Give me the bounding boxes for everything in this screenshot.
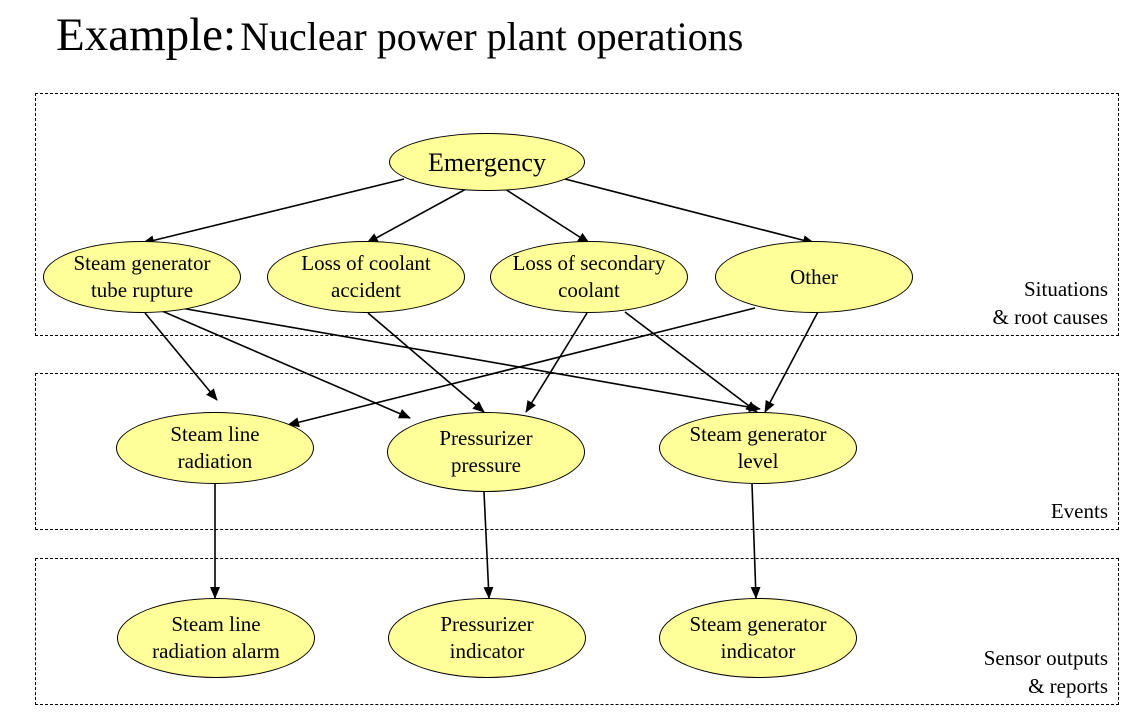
node-pressurizer-indicator-label: Pressurizer indicator bbox=[440, 612, 534, 663]
node-steam-line-radiation: Steam line radiation bbox=[116, 412, 314, 484]
panel-sensors: Sensor outputs & reports bbox=[35, 558, 1119, 705]
edge-other-to-steam-line-radiation bbox=[287, 307, 756, 428]
node-sg-level: Steam generator level bbox=[659, 412, 857, 484]
node-pressurizer-pressure: Pressurizer pressure bbox=[387, 412, 585, 492]
panel-events: Events bbox=[35, 373, 1119, 530]
edge-sg-tube-rupture-to-pressurizer-pressure bbox=[161, 310, 411, 419]
panel-label-situations: Situations & root causes bbox=[992, 277, 1108, 329]
title-text: Nuclear power plant operations bbox=[240, 14, 744, 59]
edge-loss-coolant-to-pressurizer-pressure bbox=[367, 312, 485, 413]
edge-emergency-to-sg-tube-rupture bbox=[142, 178, 405, 246]
edge-emergency-to-loss-secondary bbox=[504, 188, 590, 244]
node-other-label: Other bbox=[790, 264, 838, 289]
node-loss-secondary: Loss of secondary coolant bbox=[490, 241, 688, 313]
panel-situations: Situations & root causes bbox=[35, 93, 1119, 336]
edge-pressurizer-pressure-to-pressurizer-indicator bbox=[483, 491, 494, 599]
node-steam-line-alarm-label: Steam line radiation alarm bbox=[152, 612, 280, 663]
node-sg-level-label: Steam generator level bbox=[689, 422, 827, 473]
edge-emergency-to-other bbox=[564, 178, 815, 246]
node-steam-line-radiation-label: Steam line radiation bbox=[170, 422, 260, 473]
edge-other-to-sg-level bbox=[764, 307, 821, 413]
edge-sg-tube-rupture-to-steam-line-radiation bbox=[144, 312, 218, 401]
node-steam-line-alarm: Steam line radiation alarm bbox=[117, 598, 315, 678]
edge-loss-secondary-to-sg-level bbox=[624, 311, 758, 413]
node-loss-secondary-label: Loss of secondary coolant bbox=[512, 251, 666, 302]
title-lead: Example: bbox=[56, 9, 237, 61]
edge-loss-secondary-to-pressurizer-pressure bbox=[525, 312, 588, 413]
node-pressurizer-indicator: Pressurizer indicator bbox=[388, 598, 586, 678]
node-loss-coolant-label: Loss of coolant accident bbox=[301, 251, 431, 302]
edge-sg-level-to-sg-indicator bbox=[750, 483, 761, 599]
node-emergency-label: Emergency bbox=[428, 147, 546, 177]
node-sg-tube-rupture: Steam generator tube rupture bbox=[43, 241, 241, 313]
node-sg-tube-rupture-label: Steam generator tube rupture bbox=[73, 251, 211, 302]
panel-label-sensors: Sensor outputs & reports bbox=[983, 646, 1108, 698]
page-title: Example: Nuclear power plant operations bbox=[56, 12, 743, 59]
edge-emergency-to-loss-coolant bbox=[366, 188, 467, 244]
node-sg-indicator: Steam generator indicator bbox=[659, 598, 857, 678]
panel-label-events: Events bbox=[1050, 499, 1108, 523]
node-loss-coolant: Loss of coolant accident bbox=[267, 241, 465, 313]
edge-sg-tube-rupture-to-sg-level bbox=[174, 306, 761, 413]
node-emergency: Emergency bbox=[389, 133, 585, 191]
node-other: Other bbox=[715, 241, 913, 313]
node-pressurizer-pressure-label: Pressurizer pressure bbox=[439, 426, 533, 477]
node-sg-indicator-label: Steam generator indicator bbox=[689, 612, 827, 663]
